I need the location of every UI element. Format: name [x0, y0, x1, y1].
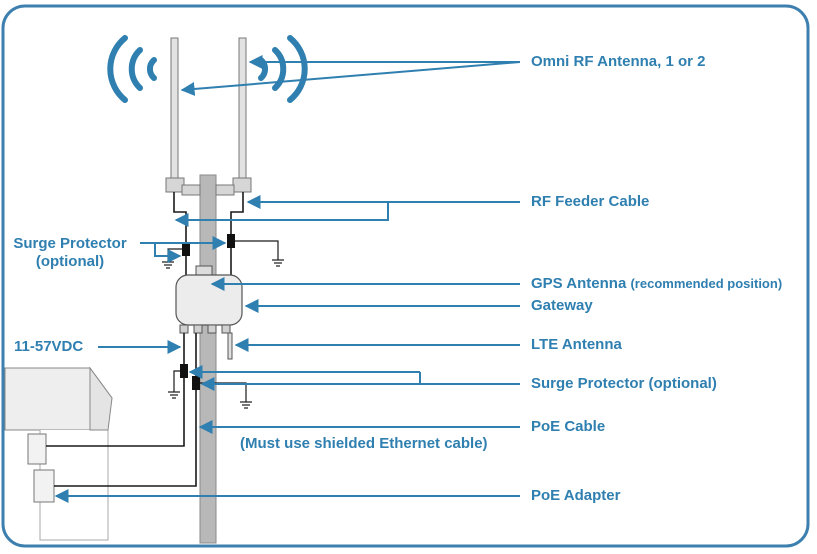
label-surge-protector-top-line2: (optional)	[35, 253, 105, 270]
surge-protector-lower-left	[180, 364, 188, 378]
label-gateway: Gateway	[531, 297, 593, 314]
ground-symbol-icon	[168, 391, 180, 399]
label-gps-antenna: GPS Antenna (recommended position)	[531, 275, 782, 293]
label-poe-cable: PoE Cable	[531, 418, 606, 435]
label-gps-antenna-main: GPS Antenna	[531, 275, 627, 292]
surge-protector-right	[227, 234, 235, 248]
label-shielded-cable-note: (Must use shielded Ethernet cable)	[240, 435, 488, 452]
surge-protector-lower-right	[192, 376, 200, 390]
callout-arrows	[54, 55, 521, 503]
poe-adapter-box	[33, 469, 55, 503]
gateway-device	[175, 274, 243, 334]
rf-signal-left-icon	[107, 35, 157, 103]
ground-symbol-icon	[240, 401, 252, 409]
ground-symbol-icon	[272, 259, 284, 267]
house-illustration	[4, 366, 113, 541]
omni-antenna-right	[215, 37, 252, 196]
surge-protector-left	[182, 242, 190, 256]
label-voltage: 11-57VDC	[14, 338, 84, 355]
label-omni-rf-antenna: Omni RF Antenna, 1 or 2	[531, 53, 706, 70]
mounting-pole	[199, 174, 217, 544]
wall-outlet	[27, 433, 47, 465]
label-rf-feeder-cable: RF Feeder Cable	[531, 193, 650, 210]
label-surge-protector-top-line1: Surge Protector	[13, 235, 127, 252]
label-surge-protector-bottom: Surge Protector (optional)	[531, 375, 717, 392]
omni-antenna-left	[165, 37, 201, 196]
label-surge-protector-top: Surge Protector (optional)	[10, 235, 130, 271]
label-poe-adapter: PoE Adapter	[531, 487, 621, 504]
label-lte-antenna: LTE Antenna	[531, 336, 622, 353]
label-gps-antenna-note: (recommended position)	[630, 276, 783, 291]
lte-antenna	[227, 332, 233, 360]
